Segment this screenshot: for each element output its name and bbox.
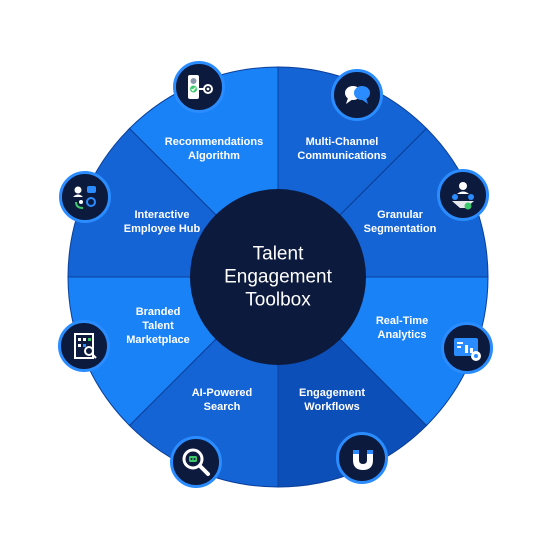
- segment-label-line: Talent: [142, 320, 174, 332]
- segment-label-line: Marketplace: [126, 334, 190, 346]
- segment-label-ai-powered-search: AI-Powered Search: [192, 386, 253, 414]
- employee-hub-icon: [59, 171, 111, 223]
- segment-label-line: Segmentation: [363, 223, 437, 235]
- segment-label-granular-segmentation: Granular Segmentation: [364, 208, 437, 236]
- segment-label-line: Analytics: [377, 329, 427, 341]
- ai-search-icon: [170, 436, 222, 488]
- segment-label-line: Interactive: [134, 209, 190, 221]
- segment-label-line: Granular: [377, 209, 423, 221]
- marketplace-building-icon: [58, 320, 110, 372]
- segment-label-recommendations-algorithm: Recommendations Algorithm: [165, 135, 263, 163]
- segment-label-line: Search: [203, 401, 241, 413]
- segment-label-line: Employee Hub: [123, 223, 201, 235]
- center-title-line-1: Talent: [252, 243, 304, 265]
- segment-label-line: Engagement: [298, 387, 366, 399]
- segment-label-engagement-workflows: Engagement Workflows: [299, 386, 365, 414]
- segment-label-branded-talent-marketplace: Branded Talent Marketplace: [126, 305, 190, 347]
- recommendation-toggle-icon: [173, 61, 225, 113]
- center-title: Talent Engagement Toolbox: [198, 243, 358, 312]
- segment-label-real-time-analytics: Real-Time Analytics: [376, 314, 428, 342]
- analytics-dashboard-icon: [441, 322, 493, 374]
- center-title-line-3: Toolbox: [245, 289, 311, 311]
- center-hub: [190, 189, 366, 365]
- segment-label-line: Communications: [297, 150, 387, 162]
- segment-label-line: Multi-Channel: [305, 136, 379, 148]
- segment-label-line: Real-Time: [375, 315, 429, 327]
- center-title-line-2: Engagement: [224, 266, 332, 288]
- segment-label-line: Branded: [135, 306, 181, 318]
- segment-label-line: Workflows: [304, 401, 360, 413]
- segmentation-funnel-icon: [437, 169, 489, 221]
- segment-label-line: Recommendations: [164, 136, 264, 148]
- magnet-icon: [336, 432, 388, 484]
- segment-label-interactive-employee-hub: Interactive Employee Hub: [124, 208, 200, 236]
- chat-bubbles-icon: [331, 69, 383, 121]
- segment-label-line: AI-Powered: [191, 387, 253, 399]
- segment-label-multi-channel-communications: Multi-Channel Communications: [297, 135, 386, 163]
- segment-label-line: Algorithm: [188, 150, 240, 162]
